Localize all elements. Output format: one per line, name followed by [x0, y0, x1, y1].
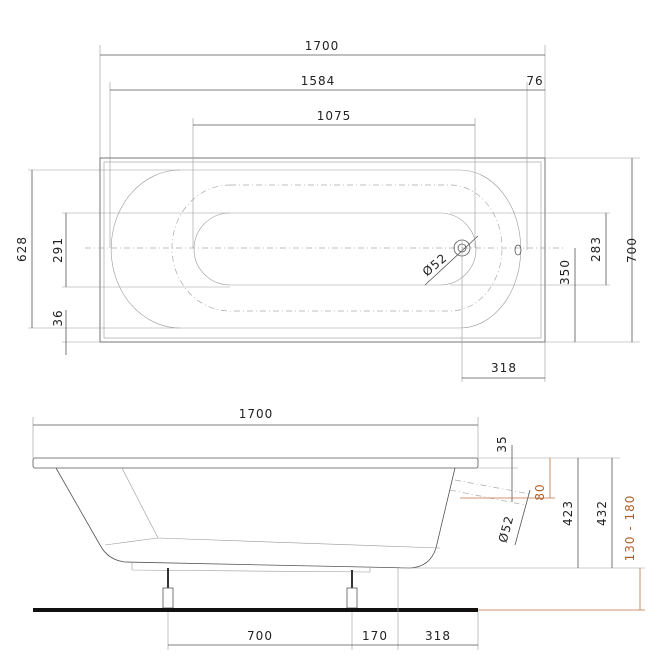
leg-right	[346, 570, 358, 609]
basin-outline	[110, 169, 522, 329]
width-label: 700	[625, 237, 639, 263]
overflow-height-label: 80	[533, 483, 547, 500]
inner-length-label: 1584	[301, 74, 336, 88]
top-view: Ø52 1700 1584 76 1075 628 291 36 700 283…	[15, 39, 640, 382]
drain-offset-side-label: 350	[558, 259, 572, 285]
side-length-label: 1700	[239, 407, 274, 421]
overflow-icon	[514, 244, 522, 256]
inner-width-label: 628	[15, 236, 29, 262]
inner-depth-label: 423	[561, 500, 575, 526]
tub-rim-inner	[103, 161, 542, 339]
rim-side-label: 36	[51, 309, 65, 326]
rim-end-label: 76	[526, 74, 543, 88]
basin-bottom	[193, 212, 477, 286]
floor	[33, 608, 478, 612]
tub-outline	[99, 157, 546, 343]
leg-height-label: 130 - 180	[623, 495, 637, 562]
tub-rim	[32, 457, 479, 469]
right-bottom-width-label: 283	[589, 236, 603, 262]
drain-to-end-label: 318	[425, 629, 451, 643]
drain-diameter-label: Ø52	[420, 251, 450, 280]
rim-thickness-label: 35	[495, 435, 509, 452]
overflow-diameter-label: Ø52	[496, 514, 517, 544]
leg-spacing-label: 700	[247, 629, 273, 643]
leg-left	[162, 568, 174, 609]
total-depth-label: 432	[595, 500, 609, 526]
bottom-width-label: 291	[51, 237, 65, 263]
tub-body	[55, 467, 456, 569]
drain-offset-end-label: 318	[491, 361, 517, 375]
bottom-length-label: 1075	[317, 109, 352, 123]
side-view: 1700 Ø52 700 170 318 35 80 423	[32, 407, 645, 650]
leg-to-drain-label: 170	[362, 629, 388, 643]
length-label: 1700	[305, 39, 340, 53]
